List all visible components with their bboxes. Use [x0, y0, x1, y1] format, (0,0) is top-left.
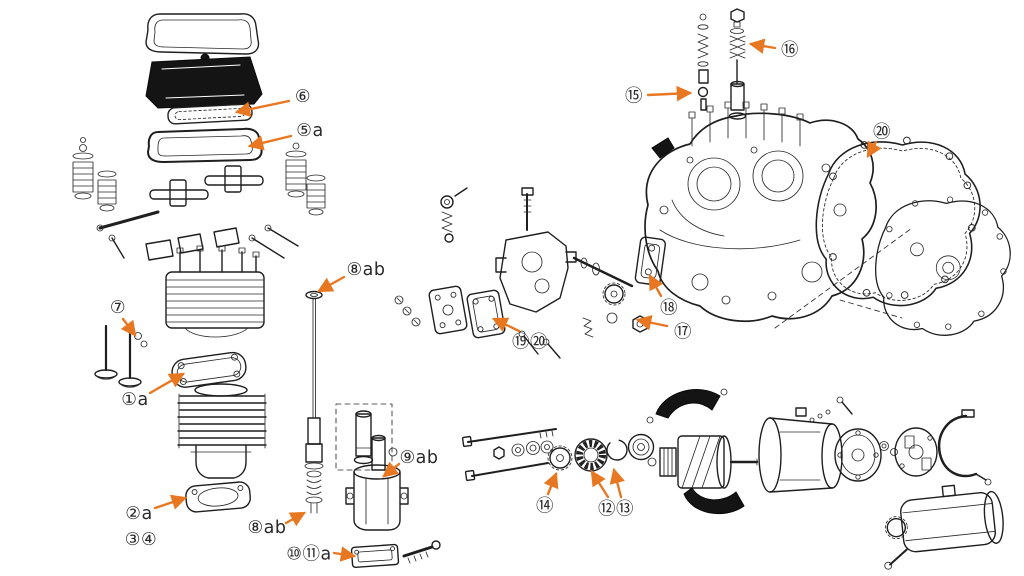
arrow-8ab-top: [316, 275, 346, 293]
callout-arrows: [120, 38, 882, 562]
callout-1a: ①a: [121, 390, 149, 410]
valve-springs-left: [72, 137, 117, 212]
pole-shoe-bottom: [683, 487, 745, 515]
rocker-cover-gasket: [167, 103, 253, 125]
callout-9ab: ⑨ab: [399, 448, 439, 468]
callout-18: ⑱: [660, 298, 678, 319]
cylinder: [177, 383, 267, 479]
callout-10-11a: ⑩⑪a: [286, 544, 332, 565]
ball-bearing: [627, 433, 655, 461]
arrow-1a: [148, 372, 186, 395]
oil-pump-gasket: [466, 289, 506, 339]
timing-cover-gasket: [815, 136, 981, 307]
field-frame: [758, 407, 843, 493]
callout-2a: ②a: [125, 504, 153, 524]
rocker-cover-top: [145, 13, 260, 55]
arrow-2a: [153, 494, 188, 510]
valves: [94, 324, 148, 388]
arrow-15: [646, 85, 693, 102]
oil-pump-side-gasket: [634, 236, 666, 286]
generator-assembled: [884, 484, 1004, 570]
corrugated-washer: [574, 438, 608, 472]
brush-plate: [894, 427, 938, 477]
arrow-5a: [247, 134, 293, 151]
arrow-10-11a: [332, 546, 357, 562]
arrow-7: [120, 317, 137, 337]
rocker-cover: [145, 53, 263, 109]
cylinder-head: [165, 245, 265, 338]
base-gasket: [185, 481, 251, 513]
arrow-18: [648, 273, 664, 298]
callout-20: ⑳: [873, 122, 891, 143]
generator-exploded: [461, 388, 1004, 570]
arrow-17: [635, 315, 669, 331]
arrow-9ab: [382, 461, 401, 478]
crankcase: [644, 101, 913, 329]
end-plate: [834, 428, 882, 482]
timing-cover: [875, 196, 1011, 336]
callout-8ab-top: ⑧ab: [346, 260, 386, 280]
arrow-12-13a: [590, 470, 610, 499]
callout-16: ⑯: [781, 40, 799, 61]
check-valve-stack: [697, 13, 709, 111]
callout-19-20: ⑲⑳: [512, 332, 548, 353]
arrow-20: [866, 140, 882, 159]
valve-springs-right: [285, 142, 326, 216]
callout-5a: ⑤a: [296, 121, 324, 141]
arrow-16: [748, 38, 777, 54]
arrow-12-13b: [609, 467, 625, 499]
callout-12-13: ⑫⑬: [598, 499, 634, 520]
head-gasket: [171, 351, 247, 388]
band-clamp: [937, 409, 992, 486]
snap-ring: [606, 439, 628, 461]
tappet-spring-stack: [728, 8, 747, 120]
rocker-housing-ring: [147, 127, 263, 163]
callout-17: ⑰: [674, 322, 692, 343]
callout-7: ⑦: [109, 298, 127, 318]
callout-3-4: ③④: [124, 530, 158, 550]
arrow-19-20: [491, 317, 521, 333]
armature: [647, 435, 759, 489]
pole-shoe-top: [655, 389, 721, 419]
callout-8ab-bottom: ⑧ab: [247, 518, 287, 538]
drive-gear: [547, 445, 573, 471]
callout-15: ⑮: [625, 86, 643, 107]
arrow-6: [234, 99, 291, 117]
arrow-14: [543, 471, 559, 496]
callout-6: ⑥: [294, 87, 312, 107]
pushrod: [304, 290, 393, 514]
tappet-guide: [345, 434, 409, 531]
arrow-8ab-bottom: [284, 511, 307, 527]
callout-14: ⑭: [536, 496, 554, 517]
tappet-gasket: [350, 540, 441, 569]
